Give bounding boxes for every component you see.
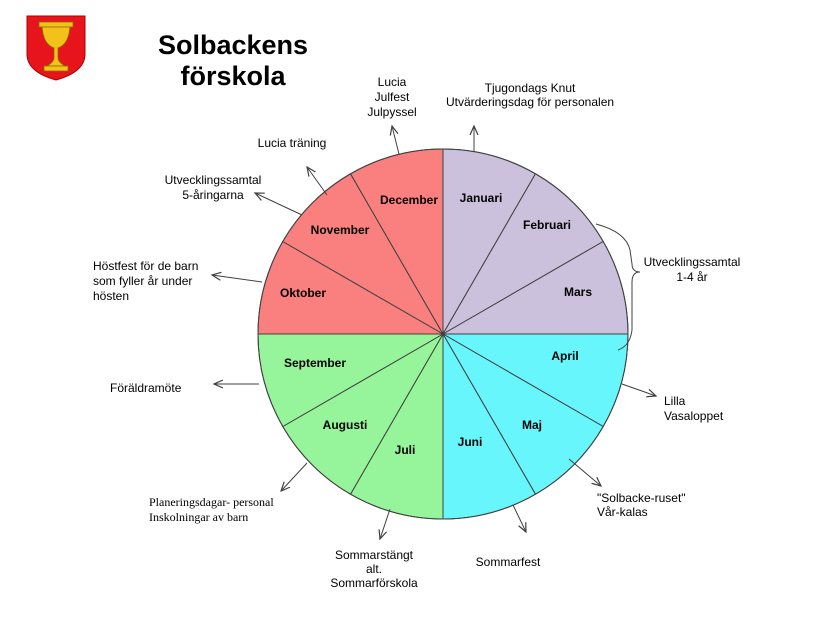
event-line: som fyller år under <box>93 274 192 288</box>
month-label-januari: Januari <box>460 191 503 205</box>
arrow-lilla-vasaloppet <box>621 383 656 396</box>
event-line: 1-4 år <box>676 270 707 284</box>
event-line: alt. <box>366 562 382 576</box>
event-label-solbacke-ruset: "Solbacke-ruset"Vår-kalas <box>597 491 686 519</box>
event-line: Lucia <box>378 75 407 89</box>
bracket-utvecklingssamtal-1-4 <box>595 223 641 351</box>
arrow-planeringsdagar <box>281 462 308 491</box>
month-label-oktober: Oktober <box>280 286 326 300</box>
event-line: Julpyssel <box>367 105 416 119</box>
title-line-2: förskola <box>180 61 286 91</box>
event-label-sommarfest: Sommarfest <box>476 555 541 569</box>
month-label-maj: Maj <box>522 418 542 432</box>
event-line: Vasaloppet <box>664 409 724 423</box>
arrow-solbacke-ruset <box>568 458 601 486</box>
event-line: Inskolningar av barn <box>149 510 248 524</box>
title-line-1: Solbackens <box>157 30 309 60</box>
event-line: Planeringsdagar- personal <box>149 495 274 509</box>
coat-of-arms-logo <box>25 14 87 82</box>
event-line: Utvecklingssamtal <box>644 255 741 269</box>
event-line: 5-åringarna <box>182 188 244 202</box>
event-line: Julfest <box>375 90 410 104</box>
month-label-april: April <box>551 349 578 363</box>
chalice-coat-of-arms-icon <box>26 15 86 81</box>
wheel-outline <box>257 148 629 520</box>
event-line: hösten <box>93 289 129 303</box>
month-label-november: November <box>311 223 370 237</box>
page-title: Solbackens förskola <box>128 30 338 92</box>
arrow-sommarstangt <box>380 508 391 539</box>
month-label-december: December <box>380 193 438 207</box>
arrow-hostfest <box>212 275 263 283</box>
month-label-juli: Juli <box>395 443 416 457</box>
event-line: Utvärderingsdag för personalen <box>446 95 614 109</box>
month-label-mars: Mars <box>564 285 592 299</box>
arrow-utvecklingssamtal-5 <box>255 193 303 216</box>
event-label-lucia-traning: Lucia träning <box>258 136 327 150</box>
month-label-februari: Februari <box>523 218 571 232</box>
arrow-lucia-traning <box>307 167 328 196</box>
event-arrows <box>212 126 656 539</box>
month-wedges <box>257 148 629 520</box>
event-line: Vår-kalas <box>597 505 648 519</box>
event-line: Sommarförskola <box>330 576 418 590</box>
event-line: Sommarfest <box>476 555 541 569</box>
event-line: Föräldramöte <box>110 381 182 395</box>
arrow-lucia-julfest <box>392 126 400 155</box>
month-label-augusti: Augusti <box>323 418 368 432</box>
month-label-september: September <box>284 356 346 370</box>
event-line: Utvecklingssamtal <box>165 173 262 187</box>
event-line: Höstfest för de barn <box>93 259 198 273</box>
event-label-foraldramote: Föräldramöte <box>110 381 182 395</box>
event-line: Sommarstängt <box>335 548 414 562</box>
event-line: Lilla <box>664 394 686 408</box>
event-line: Lucia träning <box>258 136 327 150</box>
event-line: "Solbacke-ruset" <box>597 491 686 505</box>
arrow-sommarfest <box>512 504 526 532</box>
event-line: Tjugondags Knut <box>485 81 576 95</box>
month-label-juni: Juni <box>458 435 483 449</box>
